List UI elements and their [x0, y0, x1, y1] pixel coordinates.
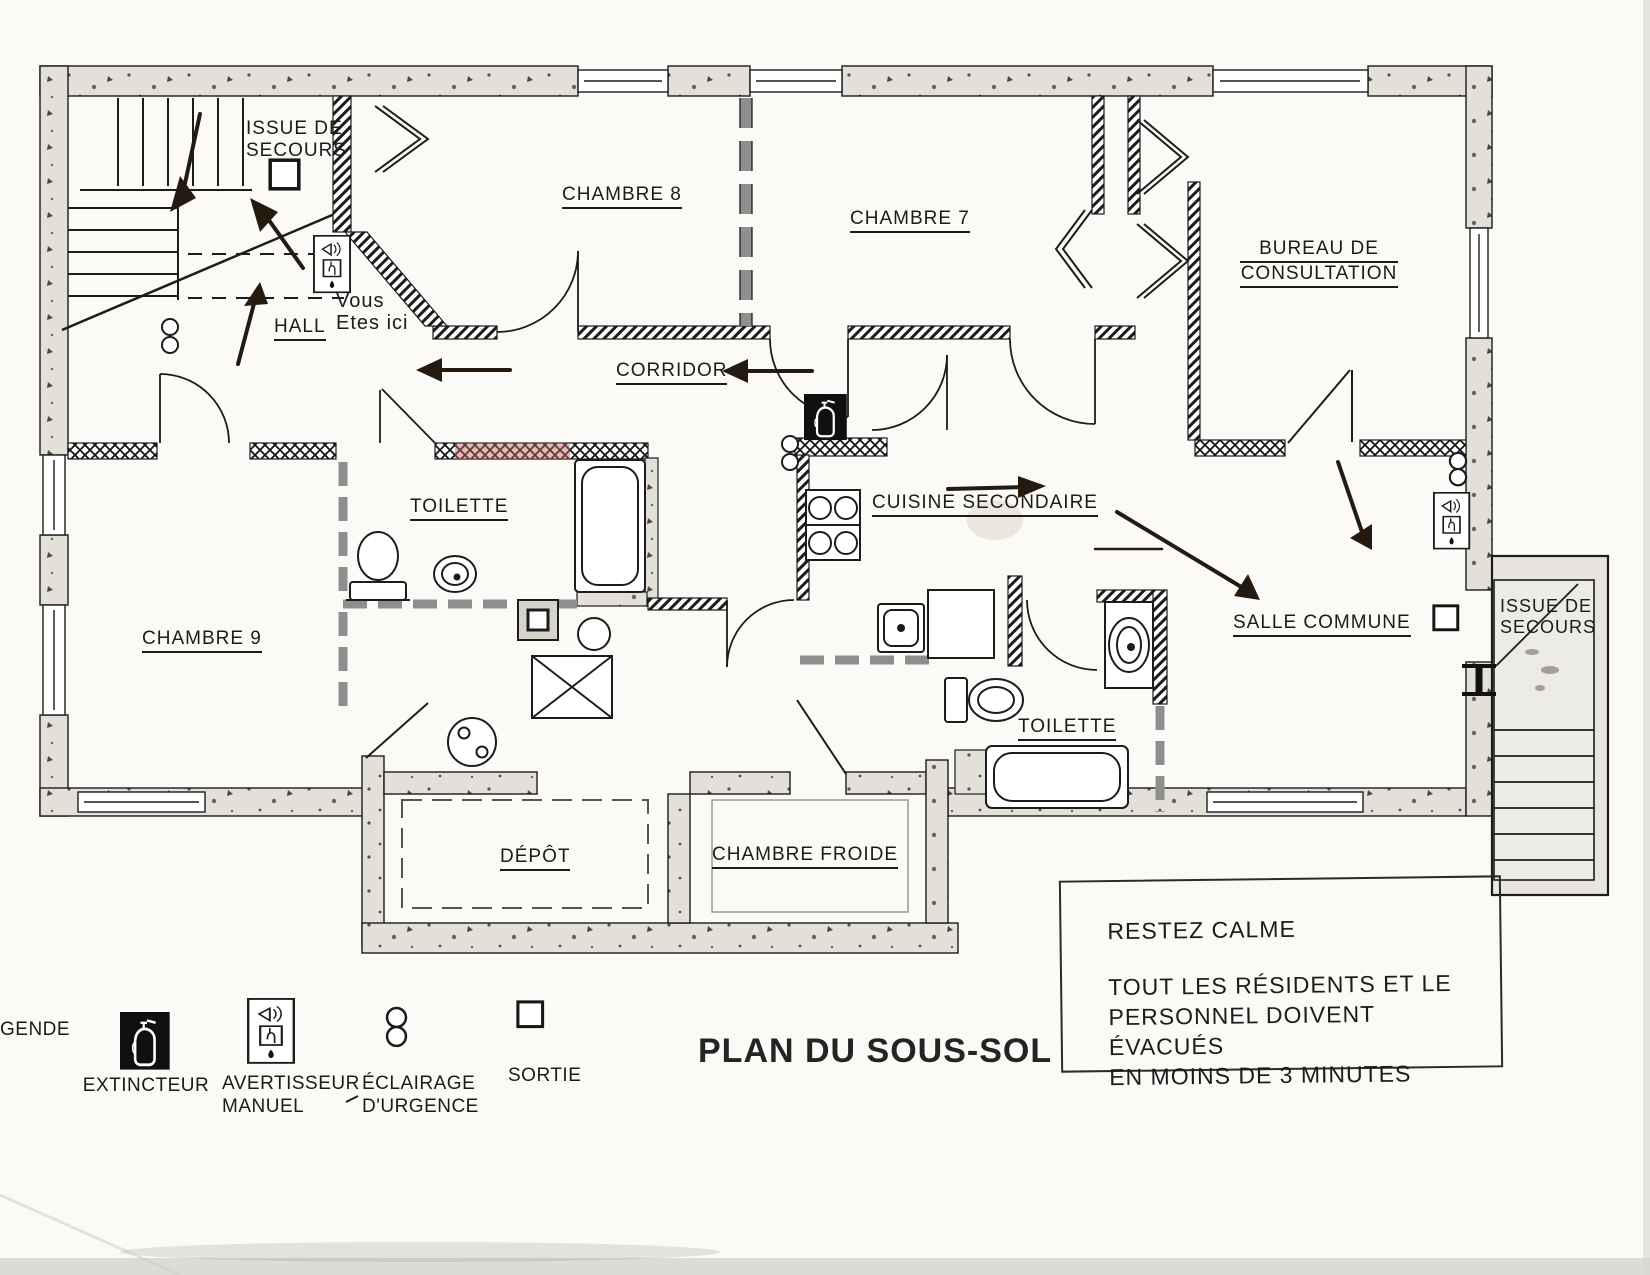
table [447, 717, 497, 767]
notice-line: TOUT LES RÉSIDENTS ET LE [1107, 969, 1452, 1001]
scan-smudges [1525, 649, 1559, 691]
exit-door-closer [1462, 664, 1496, 696]
red-tinted-wall [455, 443, 570, 459]
legend-label-sortie: SORTIE [508, 1065, 582, 1086]
legend-sortie-icon [516, 1000, 545, 1029]
notice-line: RESTEZ CALME [1107, 915, 1296, 945]
interior-walls [67, 95, 1467, 954]
legend-light-icon [385, 1006, 408, 1048]
exit-stairwell-right [1462, 554, 1610, 897]
sortie-symbol-hall [268, 158, 301, 191]
counter [927, 589, 995, 659]
legend-label-extincteur: EXTINCTEUR [82, 1075, 210, 1096]
alarm-icon-hall [313, 234, 351, 294]
room-label-chambre9: CHAMBRE 9 [142, 628, 262, 653]
window [42, 454, 66, 716]
room-label-chambre8: CHAMBRE 8 [562, 184, 682, 209]
room-label-salle-commune: SALLE COMMUNE [1233, 612, 1411, 637]
page-title: PLAN DU SOUS-SOL [698, 1032, 1053, 1070]
outer-walls [39, 65, 1493, 817]
extinguisher-icon-corridor [802, 392, 848, 442]
room-label-depot: DÉPÔT [500, 846, 571, 871]
closet-bifold-doors [374, 105, 1190, 299]
stool [577, 617, 611, 651]
window [1469, 227, 1489, 339]
room-label-cuisine: CUISINE SECONDAIRE [872, 492, 1098, 517]
emergency-light-salle [1448, 451, 1468, 487]
alarm-icon-salle [1433, 491, 1471, 550]
toilet-tank [944, 677, 968, 723]
fixtures [161, 318, 1154, 809]
notice-box: RESTEZ CALME TOUT LES RÉSIDENTS ET LE PE… [1058, 875, 1504, 1090]
window [77, 791, 1364, 813]
room-label-hall: HALL [274, 316, 326, 341]
room-label-chambre7: CHAMBRE 7 [850, 208, 970, 233]
room-label-toilette-sud: TOILETTE [1018, 716, 1117, 741]
door-swing-line [1495, 583, 1579, 667]
door-swings [159, 250, 1098, 671]
window [577, 69, 1369, 93]
legend-heading: GENDE [0, 1019, 71, 1040]
toilet [357, 531, 399, 581]
legend-alarm-icon [246, 997, 295, 1065]
sortie-symbol-salle [1432, 604, 1460, 632]
evacuation-arrows [170, 112, 1372, 600]
notice-line: EN MOINS DE 3 MINUTES [1109, 1060, 1412, 1091]
legend-icons [118, 997, 545, 1103]
notice-line: PERSONNEL DOIVENT ÉVACUÉS [1108, 1000, 1375, 1061]
room-label-chambre-froide: CHAMBRE FROIDE [712, 844, 899, 869]
room-label-corridor: CORRIDOR [616, 360, 728, 385]
legend-extinguisher-icon [118, 1010, 172, 1072]
room-label-toilette-nord: TOILETTE [410, 496, 509, 521]
stair-treads [1494, 729, 1594, 861]
